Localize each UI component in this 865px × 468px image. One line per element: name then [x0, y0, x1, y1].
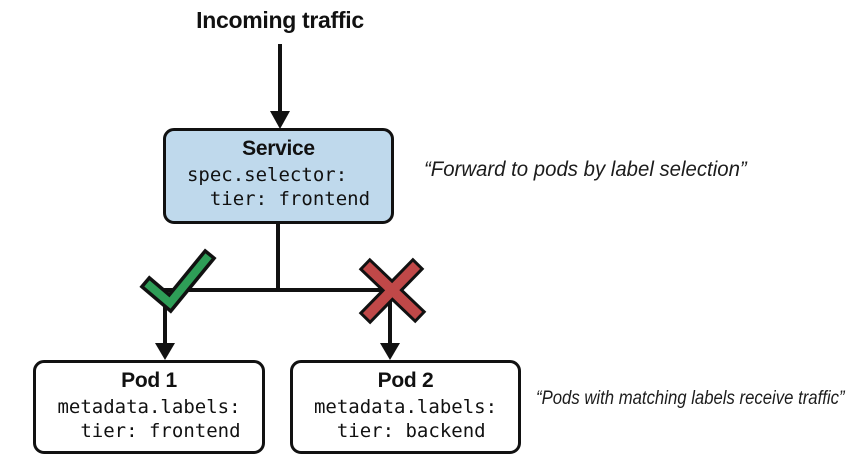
incoming-traffic-label: Incoming traffic [196, 7, 364, 33]
pod1-arrow-head [155, 343, 175, 360]
service-branch-lines [163, 224, 392, 292]
pod2-labels-code: metadata.labels: tier: backend [313, 396, 498, 442]
service-heading: Service [242, 137, 315, 160]
check-icon [139, 248, 217, 314]
cross-icon [358, 257, 427, 325]
pod2-heading: Pod 2 [377, 369, 434, 392]
pod1-node: Pod 1 metadata.labels: tier: frontend [33, 360, 265, 454]
service-selector-code: spec.selector: tier: frontend [186, 164, 371, 210]
pod1-labels-code: metadata.labels: tier: frontend [57, 396, 241, 442]
service-annotation: “Forward to pods by label selection” [424, 158, 747, 181]
pod1-heading: Pod 1 [121, 369, 177, 392]
incoming-traffic-arrow [270, 44, 290, 129]
pods-annotation: “Pods with matching labels receive traff… [536, 388, 845, 409]
incoming-arrow-head [270, 111, 290, 129]
pod2-arrow-head [380, 343, 400, 360]
pod2-node: Pod 2 metadata.labels: tier: backend [290, 360, 521, 454]
service-node: Service spec.selector: tier: frontend [163, 128, 394, 224]
